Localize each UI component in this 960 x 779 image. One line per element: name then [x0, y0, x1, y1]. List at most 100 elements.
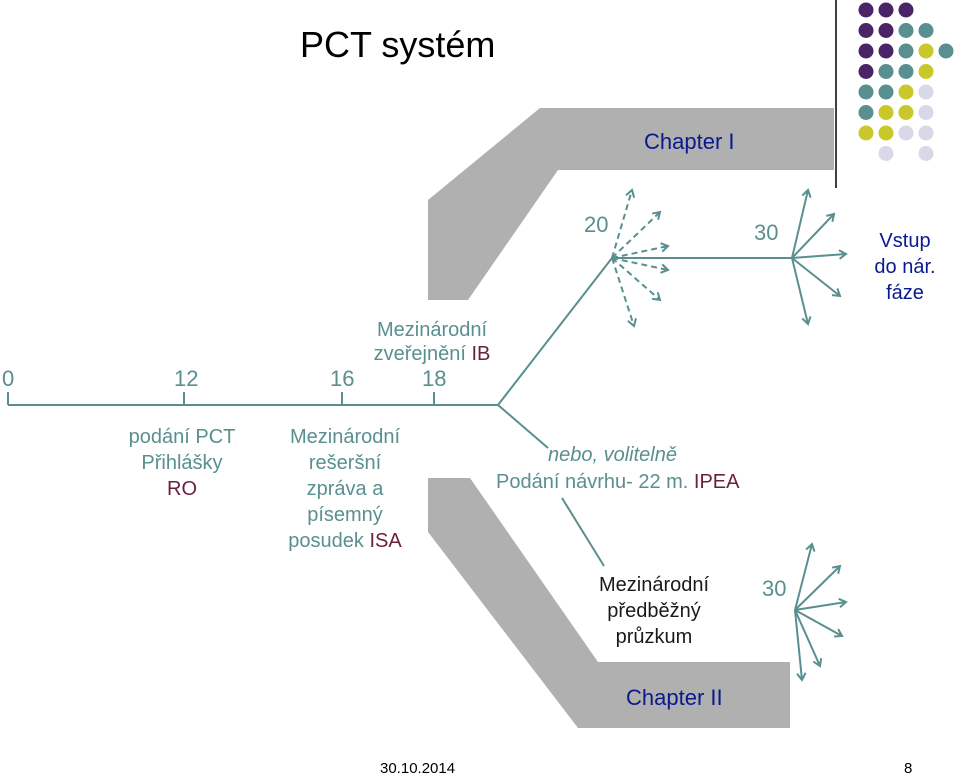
slide-title: PCT systém — [300, 24, 496, 65]
chapter1-solid-fan-arrowhead — [831, 288, 842, 298]
decorative-dot — [858, 64, 874, 79]
search-isa: ISA — [369, 530, 402, 552]
publication-label: Mezinárodní zveřejnění IB — [362, 318, 502, 366]
search-line1: Mezinárodní — [289, 426, 401, 448]
decorative-dot — [898, 84, 914, 100]
decorative-dot — [898, 23, 914, 38]
decorative-dot — [898, 125, 914, 141]
timeline — [7, 257, 792, 567]
chapter1-dashed-fan-arrowhead — [625, 188, 636, 198]
chapter1-solid-fan-ray — [791, 253, 847, 259]
exam-line3: průzkum — [615, 626, 693, 648]
decorative-dot — [878, 43, 894, 59]
search-line5: posudek ISA — [270, 528, 420, 554]
chapter1-dashed-fan-arrowhead — [660, 263, 670, 274]
chapter2-solid-fan-arrowhead — [831, 564, 842, 575]
month-label-18: 18 — [422, 366, 447, 391]
chapter2-solid-fan-arrowhead — [796, 672, 807, 682]
chapter1-dashed-fan-arrowhead — [627, 318, 637, 328]
chapter1-solid-fan-arrowhead — [801, 316, 812, 326]
decorative-dot — [918, 125, 934, 141]
search-report-label: Mezinárodní rešeršní zpráva a písemný po… — [270, 424, 420, 554]
chapter1-dashed-fan-ray — [611, 189, 633, 259]
chapter2-solid-fan-ray — [794, 609, 821, 667]
decorative-dot — [878, 23, 894, 38]
decorative-dot — [858, 84, 874, 100]
decorative-dot — [898, 105, 914, 120]
decorative-dot — [918, 105, 934, 120]
filing-line1: podání PCT — [128, 426, 236, 448]
chapter1-solid-fan-ray — [791, 213, 835, 259]
footer-page-number: 8 — [904, 760, 913, 777]
demand-ipea: IPEA — [693, 471, 740, 493]
search-line2: rešeršní — [308, 452, 382, 474]
chapter1-solid-fan-arrowhead — [838, 249, 848, 260]
chapter1-solid-fan-ray — [791, 257, 809, 325]
chapter1-solid-fan-ray — [791, 257, 841, 297]
chapter1-dashed-fan-ray — [611, 245, 669, 259]
chapter2-solid-fan-arrowhead — [812, 657, 823, 668]
chapter1-dashed-fan-ray — [611, 211, 661, 259]
decorative-dot — [858, 23, 874, 38]
chapter2-solid-fan-ray — [794, 543, 813, 611]
demand-label: Podání návrhu- 22 m. IPEA — [496, 470, 739, 494]
search-line3: zpráva a — [306, 478, 384, 500]
decorative-dot — [878, 84, 894, 100]
filing-ro: RO — [167, 478, 197, 500]
chapter2-solid-fan-ray — [794, 601, 847, 611]
chapter1-dashed-fan-arrowhead — [651, 292, 662, 302]
chapter2-solid-fan — [794, 542, 848, 682]
decorative-dot-grid — [858, 2, 954, 161]
month-label-16: 16 — [330, 366, 355, 391]
decorative-dot — [878, 105, 894, 120]
chapter1-dashed-fan — [611, 188, 670, 328]
chapter1-solid-fan — [791, 188, 848, 326]
national-phase-line2: do nár. — [874, 256, 936, 278]
decorative-dot — [918, 146, 934, 161]
chapter1-dashed-fan-ray — [611, 257, 635, 327]
national-phase-line1: Vstup — [879, 230, 931, 252]
search-line4: písemný — [307, 504, 383, 526]
chapter1-solid-fan-ray — [791, 189, 809, 259]
chapter1-label: Chapter I — [644, 129, 735, 154]
chapter1-month-20: 20 — [584, 212, 609, 237]
chapter1-solid-fan-arrowhead — [801, 188, 812, 198]
decorative-dot — [858, 105, 874, 120]
demand-text: Podání návrhu- 22 m. — [496, 471, 694, 493]
filing-line2: Přihlášky — [141, 452, 223, 474]
decorative-dot — [898, 64, 914, 79]
decorative-dot — [898, 43, 914, 59]
decorative-dot — [858, 125, 874, 141]
filing-label: podání PCT Přihlášky RO — [112, 424, 252, 502]
chapter1-band — [428, 108, 834, 300]
publication-line2-text: zveřejnění — [373, 343, 472, 365]
decorative-dot — [858, 2, 874, 18]
publication-line2: zveřejnění IB — [362, 342, 502, 366]
chapter2-solid-fan-ray — [794, 565, 841, 611]
decorative-dot — [878, 146, 894, 161]
decorative-dot — [918, 84, 934, 100]
chapter1-solid-fan-arrowhead — [825, 212, 836, 223]
decorative-dot — [918, 23, 934, 38]
optional-label: nebo, volitelně — [548, 444, 677, 466]
chapter2-solid-fan-ray — [794, 609, 843, 637]
month-label-12: 12 — [174, 366, 199, 391]
chapter2-solid-fan-ray — [794, 609, 803, 681]
chapter1-dashed-fan-ray — [611, 257, 661, 301]
chapter1-dashed-fan-arrowhead — [660, 242, 670, 253]
publication-ib: IB — [471, 343, 491, 365]
chapter2-solid-fan-arrowhead — [833, 628, 844, 638]
chapter2-label: Chapter II — [626, 685, 723, 710]
month-label-0: 0 — [2, 366, 15, 391]
national-phase-label: Vstup do nár. fáze — [870, 228, 940, 306]
chapter1-month-30: 30 — [754, 220, 779, 245]
footer-date: 30.10.2014 — [380, 760, 456, 777]
decorative-dot — [918, 64, 934, 79]
chapter1-dashed-fan-ray — [611, 257, 669, 271]
exam-line1: Mezinárodní — [598, 574, 710, 596]
decorative-dot — [858, 43, 874, 59]
decorative-dot — [878, 2, 894, 18]
publication-line1: Mezinárodní — [376, 319, 488, 341]
chapter1-dashed-fan-arrowhead — [651, 210, 662, 221]
